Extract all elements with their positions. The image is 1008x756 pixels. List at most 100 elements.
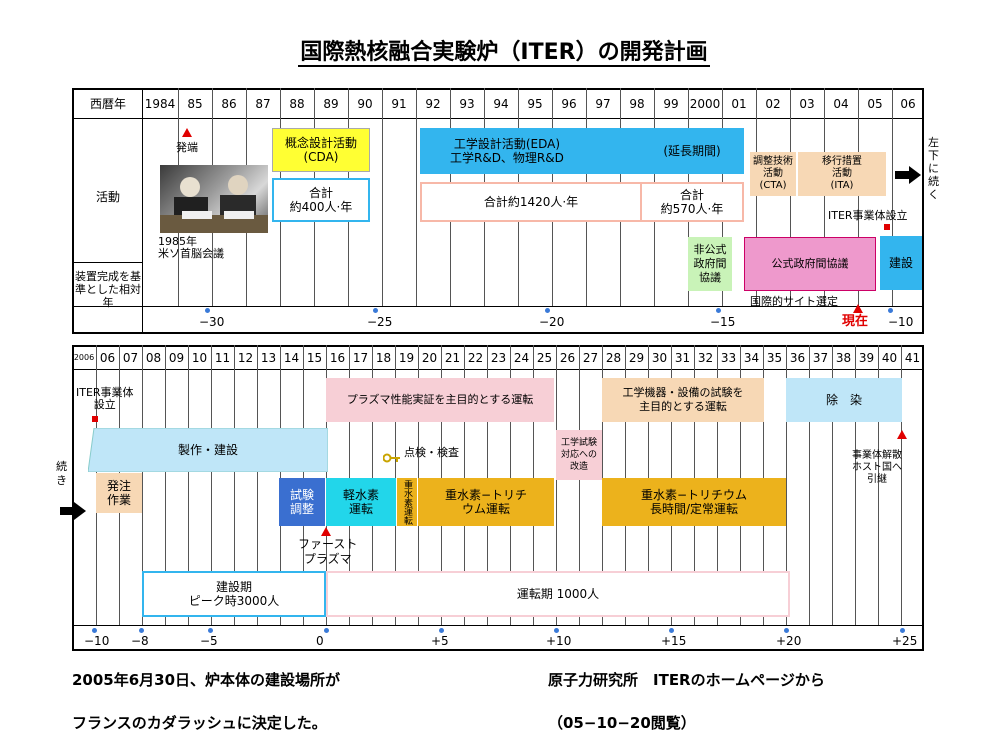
start-label: 発端: [176, 141, 198, 154]
dt-long-operation-box: 重水素−トリチウム 長時間/定常運転: [602, 478, 786, 526]
grid-line: [72, 625, 924, 626]
plasma-demo-box: プラズマ性能実証を主目的とする運転: [326, 378, 554, 422]
year-label: 2000: [689, 97, 721, 111]
year-label: 96: [561, 97, 577, 111]
tick-mark: [554, 628, 559, 633]
tick-mark: [373, 308, 378, 313]
year-label: 27: [582, 351, 599, 365]
relative-year-tick: −5: [200, 634, 218, 648]
grid-line: [72, 369, 924, 370]
relative-year-tick: −8: [131, 634, 149, 648]
relative-year-tick: +25: [892, 634, 918, 648]
grid-line: [809, 345, 810, 625]
grid-line: [142, 345, 143, 625]
year-label: 24: [513, 351, 530, 365]
year-label: 19: [398, 351, 415, 365]
year-label: 97: [595, 97, 611, 111]
tick-mark: [205, 308, 210, 313]
year-label: 93: [459, 97, 475, 111]
year-label: 10: [191, 351, 208, 365]
year-label: 31: [674, 351, 691, 365]
footer-left-line2: フランスのカダラッシュに決定した。: [72, 714, 327, 732]
year-label: 90: [357, 97, 373, 111]
year-label: 95: [527, 97, 543, 111]
iter-org-bottom-label: ITER事業体 設立: [76, 386, 134, 411]
year-label: 91: [391, 97, 407, 111]
formal-talks-box: 公式政府間協議: [744, 237, 876, 291]
inspection-icon: [382, 448, 401, 463]
relative-year-tick: −25: [367, 315, 393, 329]
year-label: 01: [731, 97, 747, 111]
grid-line: [188, 345, 189, 625]
relative-year-tick: 0: [316, 634, 324, 648]
year-label: 32: [697, 351, 714, 365]
activity-row-label: 活動: [95, 190, 120, 204]
grid-line: [211, 345, 212, 625]
first-plasma-marker-icon: [321, 527, 331, 536]
year-label: 38: [835, 351, 852, 365]
footer-right-line2: （05−10−20閲覧）: [548, 714, 696, 732]
eda-total-box: 合計約1420人·年: [420, 182, 642, 222]
year-label: 25: [536, 351, 553, 365]
dissolve-marker-icon: [897, 430, 907, 439]
year-label: 92: [425, 97, 441, 111]
now-marker-icon: [853, 304, 863, 313]
grid-line: [878, 345, 879, 625]
cda-total-box: 合計 約400人·年: [272, 178, 370, 222]
page-title: 国際熱核融合実験炉（ITER）の開発計画: [298, 40, 710, 67]
grid-line: [892, 88, 893, 306]
grid-line: [756, 88, 757, 306]
year-label: 1984: [144, 97, 176, 111]
year-label: 94: [493, 97, 509, 111]
tick-mark: [900, 628, 905, 633]
tick-mark: [716, 308, 721, 313]
year-label: 17: [352, 351, 369, 365]
relative-year-tick: −30: [199, 315, 225, 329]
test-adjust-box: 試験 調整: [279, 478, 325, 526]
year-label: 86: [221, 97, 237, 111]
grid-line: [901, 345, 902, 625]
year-label: 05: [867, 97, 883, 111]
year-label: 99: [663, 97, 679, 111]
grid-line: [790, 88, 791, 306]
relative-year-tick: −10: [888, 315, 914, 329]
year-label: 39: [858, 351, 875, 365]
ordering-box: 発注 作業: [96, 473, 142, 513]
deuterium-short-box: 重水素運転: [397, 478, 417, 526]
year-label: 34: [743, 351, 760, 365]
eng-equipment-test-box: 工学機器・設備の試験を 主目的とする運転: [602, 378, 764, 422]
year-label: 41: [904, 351, 921, 365]
start-marker-icon: [182, 128, 192, 137]
relative-year-tick: +5: [431, 634, 449, 648]
year-label: 12: [237, 351, 254, 365]
year-label: 29: [628, 351, 645, 365]
year-label: 21: [444, 351, 461, 365]
grid-line: [858, 88, 859, 306]
tick-mark: [784, 628, 789, 633]
relative-year-tick: −10: [84, 634, 110, 648]
iter-org-top-label: ITER事業体設立: [828, 209, 908, 222]
year-label: 02: [765, 97, 781, 111]
year-label: 26: [559, 351, 576, 365]
grid-line: [579, 345, 580, 625]
eda-box: 工学設計活動(EDA) 工学R&D、物理R&D: [420, 128, 640, 174]
year-label: 35: [766, 351, 783, 365]
year-label: 06: [900, 97, 916, 111]
year-header-label: 西暦年: [89, 97, 126, 111]
continued-arrow-icon: [60, 502, 90, 520]
year-label: 07: [122, 351, 139, 365]
year-label: 11: [214, 351, 231, 365]
year-label: 15: [306, 351, 323, 365]
iter-org-bottom-marker: [92, 416, 98, 422]
eng-test-modify-box: 工学試験 対応への 改造: [556, 430, 602, 480]
iter-org-top-marker: [884, 224, 890, 230]
year-label: 87: [255, 97, 271, 111]
summit-caption: 1985年 米ソ首脳会議: [158, 235, 224, 260]
operation-period-box: 運転期 1000人: [326, 571, 790, 617]
grid-line: [72, 262, 142, 263]
continued-label: 続き: [56, 460, 67, 487]
grid-line: [416, 88, 417, 306]
year-label: 14: [283, 351, 300, 365]
grid-line: [556, 345, 557, 625]
relative-year-row-label: 装置完成を基準とした相対年: [75, 270, 141, 309]
